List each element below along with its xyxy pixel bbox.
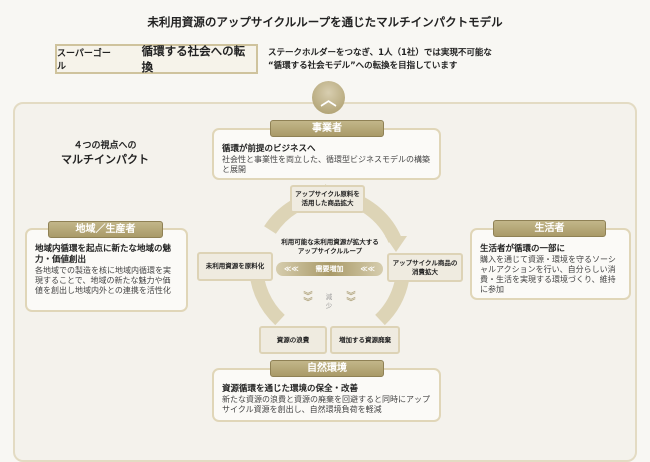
loop-step-right: アップサイクル商品の消費拡大 <box>387 253 463 282</box>
region-body: 各地域での製造を核に地域内循環を実現することで、地域の新たな魅力や価値を創出し地… <box>35 266 171 295</box>
loop-step-left: 未利用資源を原料化 <box>197 252 273 281</box>
goal-description: ステークホルダーをつなぎ、1人（1社）では実現不可能な “循環する社会モデル”へ… <box>268 47 492 73</box>
loop-step-top: アップサイクル原料を活用した商品拡大 <box>290 185 365 213</box>
nature-heading: 資源循環を通じた環境の保全・改善 <box>222 384 359 394</box>
views-line2: マルチインパクト <box>61 153 149 166</box>
loop-center-line: アップサイクルループ <box>297 247 363 255</box>
chevron-down-icon: ︾︾ <box>346 292 356 308</box>
consumer-label: 生活者 <box>493 220 606 237</box>
nature-label: 自然環境 <box>270 360 384 377</box>
super-goal-label: スーパーゴール <box>57 49 111 72</box>
consumer-card: 生活者が循環の一部に 購入を通じて資源・環境を守るソーシャルアクションを行い、自… <box>470 228 631 300</box>
multi-impact-heading: ４つの視点への マルチインパクト <box>40 139 170 167</box>
goal-desc-line: ステークホルダーをつなぎ、1人（1社）では実現不可能な <box>268 48 492 58</box>
goal-desc-line: “循環する社会モデル”への転換を目指しています <box>268 61 458 71</box>
nature-card: 資源循環を通じた環境の保全・改善 新たな資源の浪費と資源の廃棄を回避すると同時に… <box>212 368 441 422</box>
loop-center-line: 利用可能な未利用資源が拡大する <box>281 238 379 246</box>
demand-increase-pill: ≪≪ 需要増加 ≪≪ <box>276 262 383 276</box>
business-heading: 循環が前提のビジネスへ <box>222 144 316 154</box>
region-heading: 地域内循環を起点に新たな地域の魅力・価値創出 <box>35 244 172 265</box>
nature-body: 新たな資源の浪費と資源の廃棄を回避すると同時にアップサイクル資源を創出し、自然環… <box>222 395 430 414</box>
chevron-left-icon: ≪≪ <box>360 265 375 273</box>
views-line1: ４つの視点への <box>73 141 137 151</box>
page-title: 未利用資源のアップサイクルループを通じたマルチインパクトモデル <box>147 15 503 29</box>
chevron-left-icon: ≪≪ <box>284 265 299 273</box>
business-body: 社会性と事業性を両立した、循環型ビジネスモデルの構築と展開 <box>222 155 430 174</box>
super-goal-box: スーパーゴール 循環する社会への転換 <box>55 44 258 74</box>
consumer-body: 購入を通じて資源・環境を守るソーシャルアクションを行い、自分らしい消費・生活を実… <box>480 255 616 294</box>
super-goal-value: 循環する社会への転換 <box>141 44 246 74</box>
waste-box: 資源の浪費 <box>259 326 327 354</box>
chevron-down-icon: ︾︾ <box>303 292 313 308</box>
decrease-char: 減 <box>325 293 333 301</box>
disposal-box: 増加する資源廃棄 <box>330 326 400 354</box>
decrease-label: 減 少 <box>322 293 336 311</box>
region-card: 地域内循環を起点に新たな地域の魅力・価値創出 各地域での製造を核に地域内循環を実… <box>25 228 188 312</box>
business-label: 事業者 <box>270 120 384 137</box>
region-label: 地域／生産者 <box>48 221 163 238</box>
chevron-up-icon: ︿ <box>312 81 345 114</box>
loop-center-text: 利用可能な未利用資源が拡大する アップサイクルループ <box>270 238 390 256</box>
decrease-char: 少 <box>325 302 333 310</box>
loop-arc <box>374 278 409 326</box>
arrowhead-icon <box>385 236 407 252</box>
demand-label: 需要増加 <box>315 265 344 273</box>
consumer-heading: 生活者が循環の一部に <box>480 244 566 254</box>
